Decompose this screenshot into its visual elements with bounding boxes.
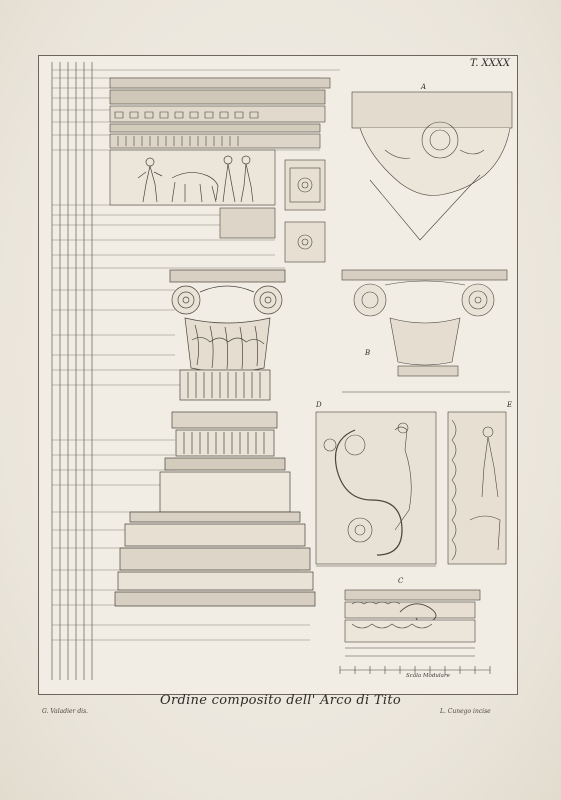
detail-b-capital <box>341 269 510 393</box>
scale-bar <box>339 666 491 674</box>
detail-letter-d: D <box>316 401 322 409</box>
detail-letter-a: A <box>421 83 427 91</box>
detail-a-plan <box>351 91 513 241</box>
detail-letter-c: C <box>398 577 404 585</box>
entablature <box>109 77 331 263</box>
detail-letter-e: E <box>507 401 513 409</box>
plate-number: T. XXXX <box>470 58 511 69</box>
scale-label: Scala Modulare <box>406 673 450 679</box>
column-shaft <box>114 369 316 607</box>
engraver-credit: L. Cunego incise <box>440 708 491 715</box>
draftsman-credit: G. Valadier dis. <box>42 708 89 715</box>
detail-c-profile <box>344 589 481 657</box>
detail-d-scroll <box>315 411 437 567</box>
detail-e-frieze <box>447 411 507 565</box>
detail-letter-b: B <box>365 349 371 357</box>
plate-title: Ordine composito dell' Arco di Tito <box>159 693 401 708</box>
dimension-scale <box>51 62 93 680</box>
composite-capital <box>169 269 286 373</box>
